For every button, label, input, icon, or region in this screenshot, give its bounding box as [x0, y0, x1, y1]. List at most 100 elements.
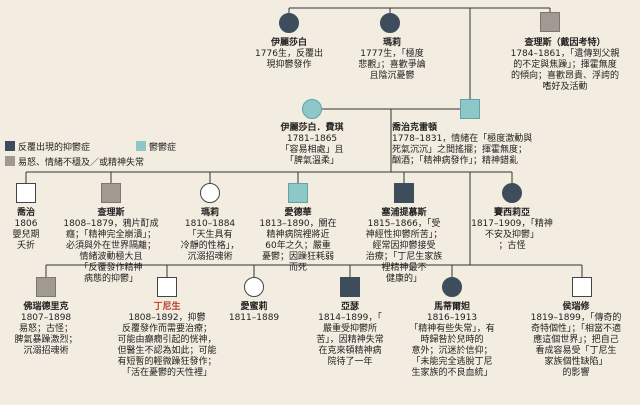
person-desc-line: 經常因抑鬱接受 — [372, 241, 436, 251]
person-name: 馬蒂爾妲 — [433, 302, 470, 312]
person-name: 喬治克雷頓 — [392, 123, 438, 133]
person-name: 丁尼生 — [153, 302, 181, 312]
person-name: 瑪莉 — [200, 208, 219, 218]
male-symbol-arthur — [340, 277, 360, 297]
person-desc-line: 1819–1899，「傳奇的 — [530, 313, 622, 323]
person-name: 伊麗莎白．費琪 — [280, 123, 344, 133]
person-desc-line: 苦」，因精神失常 — [316, 335, 384, 345]
person-desc-line: 1777生，「極度 — [360, 49, 424, 59]
person-desc-line: 意外；沉迷於信仰； — [411, 346, 493, 356]
person-name: 佛瑞德里克 — [23, 302, 69, 312]
person-desc-line: 悲觀」；喜歡爭論 — [358, 60, 426, 70]
male-symbol-edward — [288, 183, 308, 203]
person-name: 伊麗莎白 — [270, 38, 307, 48]
person-desc-line: 治療；「丁尼生家族 — [365, 252, 443, 262]
legend-row-erratic: 易怒、情緒不穩及／或精神失常 — [5, 156, 144, 169]
person-desc-line: 「未能完全逃脫丁尼 — [411, 357, 493, 367]
person-desc-line: 的不定與焦躁」；揮霍無度 — [513, 60, 617, 70]
person-desc-line: 但醫生不認為如此；可能 — [117, 346, 217, 356]
person-desc-line: 精神病院裡將近 — [266, 230, 330, 240]
person-desc-line: 死氣沉沉」之間搖擺；揮霍無度； — [392, 145, 528, 155]
person-desc-line: 1776生，反覆出 — [255, 49, 323, 59]
legend-swatch-depression — [136, 141, 146, 151]
person-desc-line: 時歸咎於兒時的 — [420, 335, 484, 345]
person-desc-line: 冷靜的性格」， — [180, 241, 240, 251]
person-desc-line: 夭折 — [16, 241, 35, 251]
person-desc-line: 「容易相處」且 — [280, 145, 344, 155]
male-symbol-charles-jr — [101, 183, 121, 203]
person-desc-line: 1781–1865 — [286, 134, 338, 144]
female-symbol-matilda — [442, 277, 462, 297]
person-name: 侯瑞修 — [562, 302, 590, 312]
person-desc-line: 脾氣暴躁激烈； — [14, 335, 78, 345]
person-desc-line: 1806 — [14, 219, 38, 229]
person-desc-line: 健康的」 — [385, 274, 422, 284]
person-desc-line: 神經性抑鬱所苦」； — [365, 230, 443, 240]
person-name: 查理斯（戴因考特） — [524, 38, 606, 48]
person-desc-line: 必須與外在世界隔離； — [65, 241, 156, 251]
person-desc-line: 病態的抑鬱」 — [83, 274, 138, 284]
person-desc-line: 1807–1898 — [20, 313, 72, 323]
person-desc-line: 1817–1909，「精神 — [471, 219, 553, 229]
female-symbol-mary-sr — [380, 13, 400, 33]
legend-label-bipolar: 反覆出現的抑鬱症 — [18, 143, 91, 153]
person-desc-line: 憂鬱；因躁狂耗弱 — [261, 252, 334, 262]
person-label-charles-sr: 查理斯（戴因考特）1784–1861，「遺傳到父親的不定與焦躁」；揮霍無度的傾向… — [495, 38, 635, 93]
person-desc-line: 酗酒；「精神病發作」；精神錯亂 — [392, 156, 519, 166]
person-desc-line: 「活在憂鬱的天性裡」 — [121, 368, 212, 378]
male-symbol-alfred — [157, 277, 177, 297]
legend-swatch-erratic — [5, 156, 15, 166]
person-desc-line: 60年之久；嚴重 — [265, 241, 331, 251]
person-desc-line: 1784–1861，「遺傳到父親 — [510, 49, 620, 59]
person-desc-line: 1816–1913 — [426, 313, 478, 323]
person-desc-line: 在克來頓精神病 — [318, 346, 382, 356]
person-name: 瑪莉 — [382, 38, 401, 48]
legend-label-depression: 鬱鬱症 — [149, 143, 177, 153]
person-desc-line: 1810–1884 — [184, 219, 236, 229]
person-desc-line: 且陰沉憂鬱 — [369, 71, 415, 81]
person-desc-line: 不安及抑鬱」 — [484, 230, 539, 240]
male-symbol-septimus — [394, 183, 414, 203]
female-symbol-cecilia — [502, 183, 522, 203]
person-desc-line: 沉溺招魂術 — [187, 252, 233, 262]
person-desc-line: 情緒波動極大且 — [79, 252, 143, 262]
person-desc-line: 癮；「精神完全崩潰」； — [65, 230, 156, 240]
male-symbol-horatio — [572, 277, 592, 297]
person-desc-line: 可能由癲癇引起的恍神， — [117, 335, 217, 345]
person-desc-line: 家族個性缺陷」 — [544, 357, 608, 367]
male-symbol-george-jr — [16, 183, 36, 203]
person-desc-line: 裡精神最不 — [381, 263, 427, 273]
person-desc-line: 反覆發作而需要治療； — [121, 324, 212, 334]
person-desc-line: 應這個世界」；把自己 — [533, 335, 619, 345]
person-desc-line: 奇特個性」；「相當不適 — [530, 324, 621, 334]
person-desc-line: 嗜好及活動 — [542, 82, 588, 92]
person-name: 愛蜜莉 — [240, 302, 268, 312]
legend-swatch-bipolar — [5, 141, 15, 151]
person-desc-line: 1813–1890，關在 — [259, 219, 337, 229]
male-symbol-frederick — [36, 277, 56, 297]
person-desc-line: 的傾向；喜歡昂貴、浮誇的 — [510, 71, 619, 81]
person-desc-line: 的影響 — [562, 368, 590, 378]
person-desc-line: 「天生具有 — [187, 230, 233, 240]
person-desc-line: 嚴重受抑鬱所 — [322, 324, 377, 334]
person-desc-line: 「精神有些失常」，有 — [409, 324, 495, 334]
person-name: 愛德華 — [284, 208, 312, 218]
person-name: 喬治 — [16, 208, 35, 218]
person-desc-line: 1778–1831，情緒在「極度激動與 — [392, 134, 533, 144]
female-symbol-emily — [244, 277, 264, 297]
legend-label-erratic: 易怒、情緒不穩及／或精神失常 — [18, 158, 145, 168]
person-name: 查理斯 — [97, 208, 125, 218]
